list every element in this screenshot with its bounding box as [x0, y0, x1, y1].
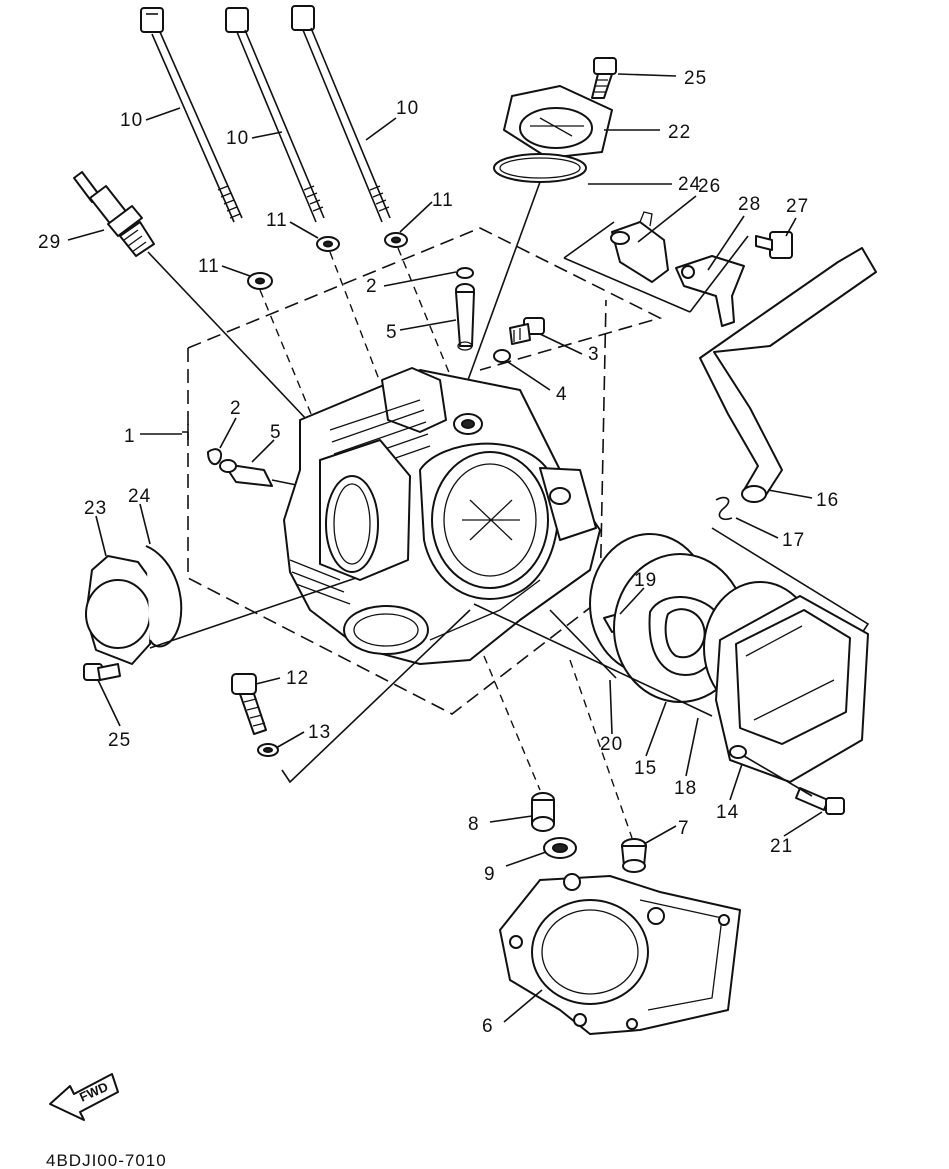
callout-10a: 10	[120, 110, 143, 131]
callout-6: 6	[482, 1016, 494, 1037]
callout-11a: 11	[432, 190, 454, 211]
callout-17: 17	[782, 530, 805, 551]
breather-bracket-outline	[563, 221, 749, 313]
callout-14: 14	[716, 802, 739, 823]
tappet-cover-side	[85, 545, 183, 665]
breather-cover	[610, 211, 669, 283]
breather-bolt	[755, 231, 793, 259]
callout-18: 18	[674, 778, 697, 799]
callout-24a: 24	[678, 174, 701, 195]
callout-27: 27	[786, 196, 809, 217]
callout-26: 26	[698, 176, 721, 197]
tappet-cover-top	[467, 85, 613, 381]
valve-guide-clip-lower	[207, 448, 222, 466]
callout-2a: 2	[366, 276, 378, 297]
callout-25a: 25	[684, 68, 707, 89]
callout-28: 28	[738, 194, 761, 215]
callout-3: 3	[588, 344, 600, 365]
callout-11c: 11	[198, 256, 220, 277]
callout-29: 29	[38, 232, 61, 253]
callout-5a: 5	[386, 322, 398, 343]
callout-24b: 24	[128, 486, 151, 507]
callout-9: 9	[484, 864, 496, 885]
valve-guide-clip-upper	[456, 267, 474, 279]
head-bolt-left	[140, 7, 243, 223]
callout-7: 7	[678, 818, 690, 839]
spark-plug	[73, 171, 327, 441]
valve-guide-upper	[455, 283, 475, 351]
callout-16: 16	[816, 490, 839, 511]
callout-21: 21	[770, 836, 793, 857]
breather-gasket	[675, 255, 745, 327]
callout-15: 15	[634, 758, 657, 779]
washer-11-set	[247, 232, 467, 461]
cylinder-head-cover	[715, 595, 869, 783]
washer-9	[543, 837, 577, 859]
callout-22: 22	[668, 122, 691, 143]
callout-8: 8	[468, 814, 480, 835]
tappet-cover-bolt-side	[83, 663, 121, 681]
callout-12: 12	[286, 668, 309, 689]
callout-25b: 25	[108, 730, 131, 751]
fwd-arrow-icon: FWD	[49, 1073, 119, 1121]
callout-19: 19	[634, 570, 657, 591]
dowel-pin-8	[531, 792, 555, 832]
assembly-boundary	[182, 227, 663, 715]
callout-2b: 2	[230, 398, 242, 419]
cylinder-head-gasket	[499, 873, 741, 1035]
callout-4: 4	[556, 384, 568, 405]
callout-10b: 10	[226, 128, 249, 149]
head-bolt-3	[509, 317, 545, 345]
callout-10c: 10	[396, 98, 419, 119]
cylinder-head	[283, 367, 601, 665]
callout-labels: 10 10 10 11 11 11 29 25 22 24 26 28 27 2…	[38, 68, 839, 1037]
callout-23: 23	[84, 498, 107, 519]
head-bolt-right	[291, 5, 391, 223]
callout-1: 1	[124, 426, 136, 447]
diagram-code: 4BDJI00-7010	[46, 1151, 167, 1169]
cover-bolt-21	[795, 787, 845, 815]
stud-bolt-12	[231, 673, 267, 735]
callout-13: 13	[308, 722, 331, 743]
breather-pipe	[699, 247, 877, 503]
head-bolt-middle	[225, 7, 325, 223]
leader-lines	[67, 73, 823, 1023]
washer-13	[257, 743, 279, 757]
callout-11b: 11	[266, 210, 288, 231]
callout-5b: 5	[270, 422, 282, 443]
washer-4	[493, 349, 511, 363]
dowel-pin-7	[621, 838, 647, 873]
tappet-cover-bolt-top	[591, 57, 617, 99]
callout-20: 20	[600, 734, 623, 755]
